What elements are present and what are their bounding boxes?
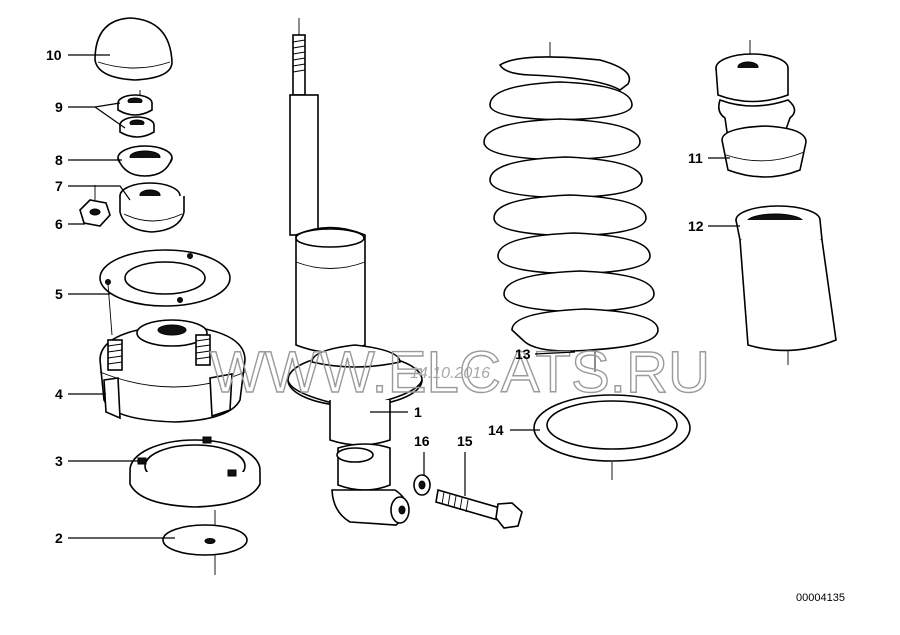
part-label-15: 15 <box>457 433 473 449</box>
part-label-14: 14 <box>488 422 504 438</box>
part-5-gasket-plate <box>99 249 231 336</box>
part-3-bearing-ring <box>129 436 261 508</box>
shock-absorber-assembly <box>287 18 423 526</box>
part-7-rubber-bushing <box>119 182 185 233</box>
part-label-5: 5 <box>55 286 63 302</box>
part-label-4: 4 <box>55 386 63 402</box>
part-11-bump-stop <box>715 40 807 178</box>
part-labels: 10 9 8 7 6 5 4 3 2 1 16 15 13 14 11 12 <box>46 47 704 546</box>
part-8-cup-washer <box>117 145 173 177</box>
part-label-7: 7 <box>55 178 63 194</box>
part-label-1: 1 <box>414 404 422 420</box>
part-15-bolt <box>435 488 523 529</box>
part-label-6: 6 <box>55 216 63 232</box>
top-mount-assembly <box>79 17 261 575</box>
part-label-13: 13 <box>515 346 531 362</box>
part-4-strut-mount <box>99 319 246 423</box>
part-label-9: 9 <box>55 99 63 115</box>
part-14-spring-pad <box>533 394 691 480</box>
part-12-dust-boot <box>735 205 837 365</box>
part-10-rubber-cap <box>94 17 173 81</box>
part-16-washer <box>413 474 431 496</box>
part-6-nut <box>79 185 111 227</box>
part-label-2: 2 <box>55 530 63 546</box>
part-2-washer <box>162 524 248 556</box>
part-13-coil-spring <box>483 42 659 372</box>
part-9-nuts <box>117 94 155 138</box>
part-label-16: 16 <box>414 433 430 449</box>
part-label-3: 3 <box>55 453 63 469</box>
part-label-10: 10 <box>46 47 62 63</box>
watermark: WWW.ELCATS.RU 14.10.2016 <box>209 339 710 405</box>
part-label-11: 11 <box>688 150 703 166</box>
catalog-number: 00004135 <box>796 592 845 604</box>
callout-lines <box>68 54 740 539</box>
part-label-12: 12 <box>688 218 704 234</box>
part-label-8: 8 <box>55 152 63 168</box>
watermark-text: WWW.ELCATS.RU <box>210 340 710 405</box>
watermark-date: 14.10.2016 <box>410 365 490 382</box>
